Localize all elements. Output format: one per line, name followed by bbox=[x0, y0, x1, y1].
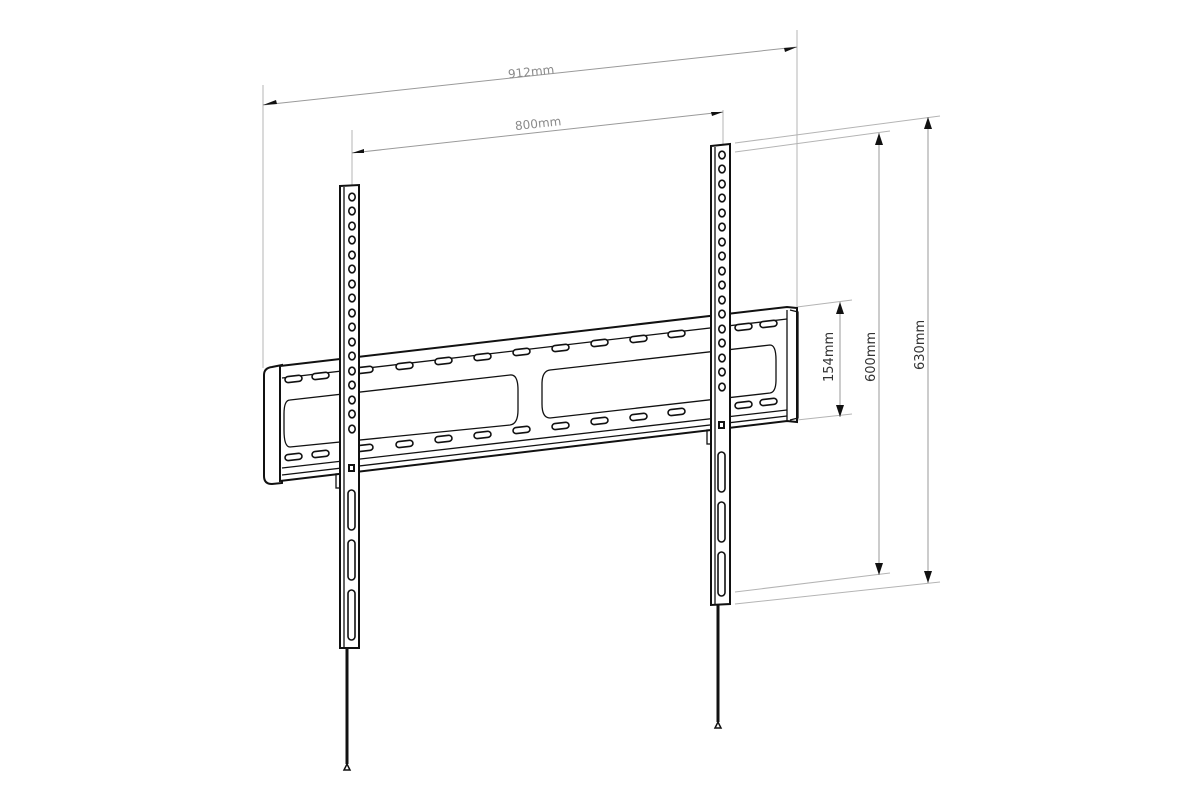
dimension-630: 630mm bbox=[913, 117, 932, 583]
bottom-slot-row bbox=[284, 397, 778, 462]
extension-lines bbox=[262, 30, 941, 605]
left-arm-holes bbox=[347, 192, 356, 434]
dim-label-800: 800mm bbox=[514, 114, 562, 133]
dim-label-630: 630mm bbox=[913, 320, 928, 370]
arrow-up-icon bbox=[836, 302, 844, 314]
dimension-154: 154mm bbox=[822, 302, 844, 417]
arrow-down-icon bbox=[836, 405, 844, 417]
arrow-right-icon bbox=[711, 112, 723, 116]
cord-pull-knob-icon bbox=[342, 762, 352, 771]
arrow-down-icon bbox=[924, 571, 932, 583]
lock-screw-icon bbox=[348, 464, 355, 472]
left-vertical-arm bbox=[335, 183, 360, 649]
cord-pull-knob-icon bbox=[713, 720, 723, 729]
arrow-left-icon bbox=[263, 100, 277, 105]
wall-plate bbox=[263, 305, 799, 486]
dim-label-912: 912mm bbox=[507, 62, 555, 81]
arrow-left-icon bbox=[352, 149, 364, 153]
dimension-800: 800mm bbox=[351, 111, 724, 154]
right-arm-holes bbox=[717, 150, 726, 392]
arrow-right-icon bbox=[784, 47, 797, 52]
arrow-up-icon bbox=[875, 133, 883, 145]
dimension-600: 600mm bbox=[864, 133, 883, 575]
dimension-912: 912mm bbox=[262, 46, 798, 106]
top-slot-row bbox=[284, 319, 778, 384]
lock-screw-icon bbox=[718, 421, 725, 429]
dim-label-600: 600mm bbox=[864, 332, 879, 382]
dim-label-154: 154mm bbox=[822, 332, 837, 382]
arrow-up-icon bbox=[924, 117, 932, 129]
right-vertical-arm bbox=[706, 142, 731, 607]
right-safety-cord bbox=[713, 605, 723, 729]
arrow-down-icon bbox=[875, 563, 883, 575]
left-safety-cord bbox=[342, 648, 352, 771]
